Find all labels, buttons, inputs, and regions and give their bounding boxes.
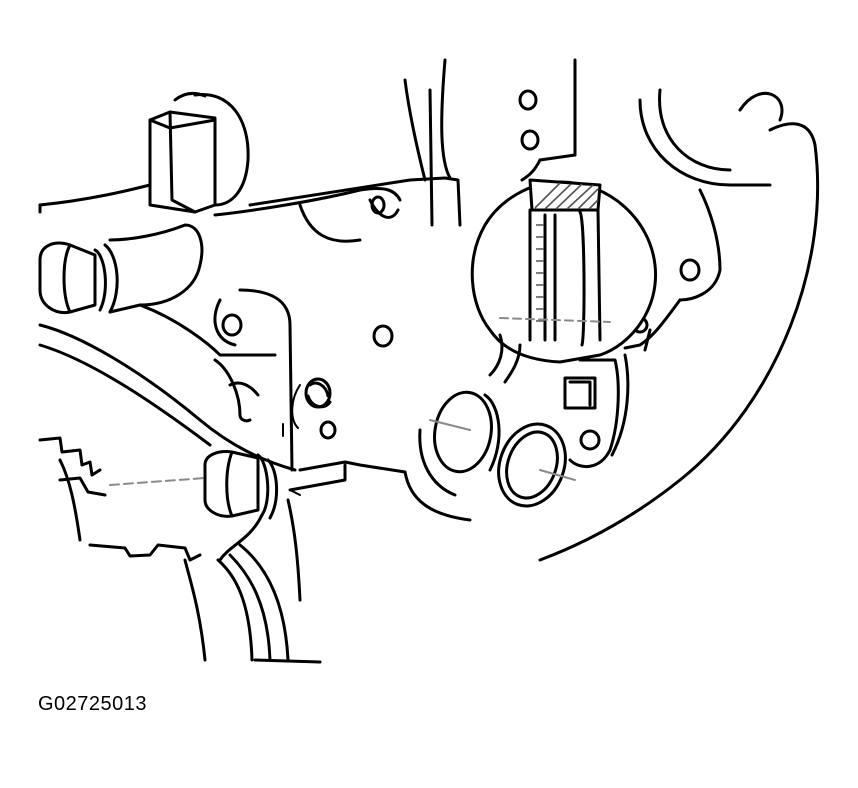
small-bolt bbox=[282, 377, 337, 440]
lower-bolt bbox=[109, 450, 279, 562]
block-holes bbox=[221, 89, 701, 451]
sensor-housing bbox=[148, 91, 250, 214]
mounting-bracket-arm bbox=[216, 498, 302, 662]
timing-cover bbox=[538, 88, 820, 562]
detail-leader-bracket bbox=[488, 333, 630, 469]
broken-edge-left bbox=[38, 436, 322, 664]
figure-id-label: G02725013 bbox=[38, 693, 148, 715]
crankshaft-bore bbox=[429, 390, 501, 474]
oil-seal-installation-illustration bbox=[38, 58, 820, 664]
upper-drain-plug bbox=[38, 223, 204, 315]
engine-line-drawing bbox=[38, 58, 820, 664]
detail-magnifier-circle bbox=[470, 178, 658, 364]
oil-seal-ring bbox=[497, 422, 576, 508]
